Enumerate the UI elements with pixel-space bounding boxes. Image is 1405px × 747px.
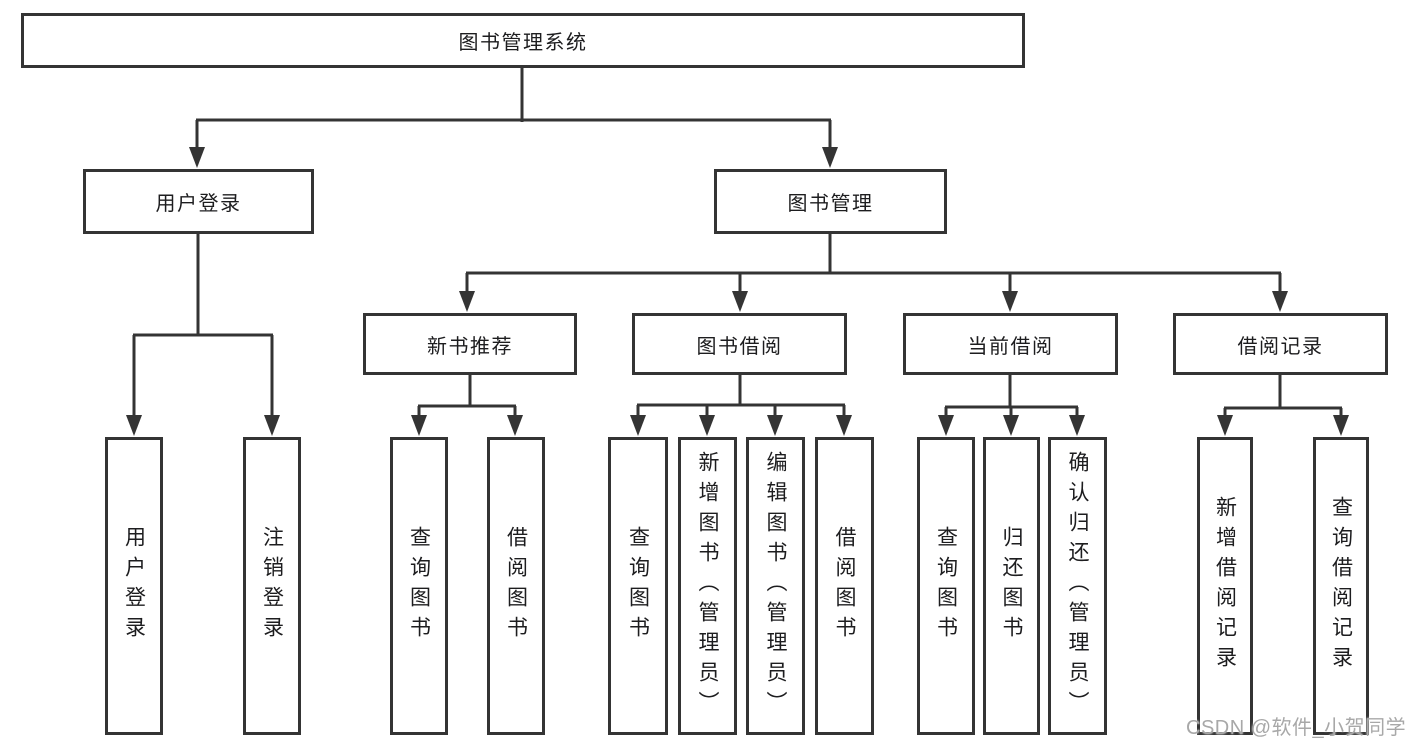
leaf-borrow-add-books-admin: 新增图书（管理员）	[678, 437, 737, 735]
leaf-current-query-books: 查询图书	[917, 437, 975, 735]
node-current-borrowing: 当前借阅	[903, 313, 1118, 375]
leaf-user-login: 用户登录	[105, 437, 163, 735]
node-borrow-records: 借阅记录	[1173, 313, 1388, 375]
node-library-system: 图书管理系统	[21, 13, 1025, 68]
leaf-borrow-query-books: 查询图书	[608, 437, 668, 735]
leaf-logout: 注销登录	[243, 437, 301, 735]
arrowheads	[126, 147, 1349, 436]
node-user-login: 用户登录	[83, 169, 314, 234]
leaf-current-return-books: 归还图书	[983, 437, 1040, 735]
watermark: CSDN @软件_小贺同学	[1186, 717, 1405, 739]
leaf-rec-borrow-books: 借阅图书	[487, 437, 545, 735]
node-book-management: 图书管理	[714, 169, 947, 234]
leaf-rec-query-books: 查询图书	[390, 437, 448, 735]
leaf-borrow-edit-books-admin: 编辑图书（管理员）	[746, 437, 805, 735]
leaf-borrow-borrow-books: 借阅图书	[815, 437, 874, 735]
leaf-records-add-record: 新增借阅记录	[1197, 437, 1253, 735]
leaf-records-query-record: 查询借阅记录	[1313, 437, 1369, 735]
leaf-current-confirm-return-admin: 确认归还（管理员）	[1048, 437, 1107, 735]
node-new-book-recommend: 新书推荐	[363, 313, 577, 375]
node-book-borrowing: 图书借阅	[632, 313, 847, 375]
